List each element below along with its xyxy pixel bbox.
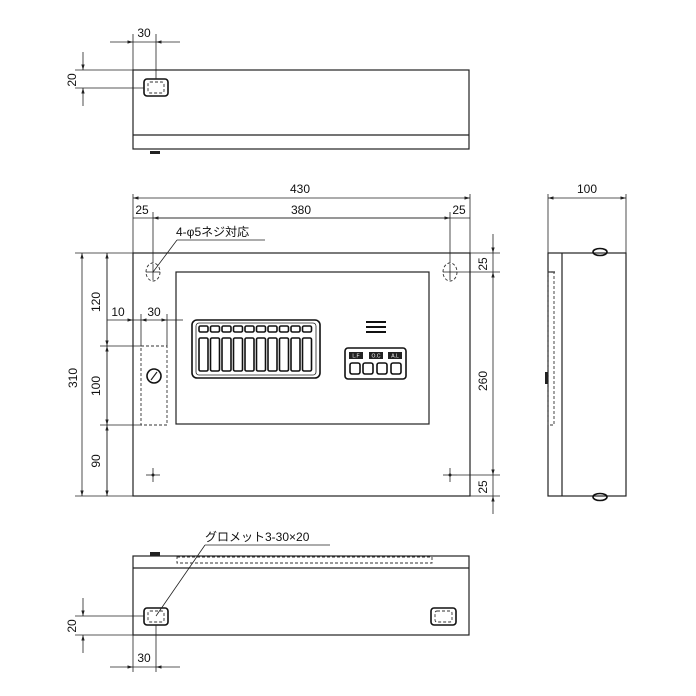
side-view-inner (547, 271, 555, 426)
screw-mark-br (443, 468, 457, 482)
al-indicator (388, 352, 402, 359)
breaker-block (191, 319, 321, 379)
bottom-view: グロメット3-30×20 20 30 (65, 530, 470, 672)
dim-top-right-margin: 25 (476, 257, 490, 271)
bottom-view-body (132, 555, 470, 636)
breaker-switch (198, 337, 209, 372)
screw-mark-bl (146, 468, 160, 482)
side-bottom-grommet (592, 492, 608, 502)
top-view-hinge (150, 151, 160, 154)
panel-button-3 (376, 362, 388, 375)
lf-indicator (349, 352, 363, 359)
lock-outline (140, 345, 168, 426)
dim-depth: 100 (577, 182, 597, 196)
bottom-grommet-right (430, 607, 457, 626)
dim-bottom-right-margin: 25 (476, 480, 490, 494)
grommet-note: グロメット3-30×20 (205, 530, 310, 544)
panel-button-1 (349, 362, 361, 375)
dim-lock-offset: 10 (111, 305, 125, 319)
breaker-indicator (232, 325, 244, 333)
side-view-body (547, 252, 627, 497)
top-grommet-inner (147, 81, 165, 94)
bottom-view-slot (176, 556, 433, 564)
al-label: A.L (391, 354, 399, 360)
dim-top-grommet-offset: 30 (137, 26, 151, 40)
breaker-indicator (278, 325, 290, 333)
breaker-indicator (267, 325, 278, 333)
breaker-switch (267, 337, 278, 372)
breaker-switch (232, 337, 244, 372)
breaker-indicator (255, 325, 267, 333)
breaker-indicator (290, 325, 301, 333)
front-window (175, 271, 430, 425)
side-view: 100 (545, 182, 627, 502)
panel-button-4 (390, 362, 402, 375)
control-panel: L.F O.C A.L (344, 347, 407, 380)
speaker-grille (366, 321, 386, 333)
top-view-body (132, 69, 470, 150)
dim-middle-height: 100 (89, 376, 103, 396)
oc-indicator (369, 352, 383, 359)
front-view-body (132, 252, 471, 497)
breaker-switch (221, 337, 232, 372)
dim-bottom-grommet-height: 20 (65, 619, 79, 633)
dim-total-width: 430 (290, 182, 310, 196)
breaker-indicator (209, 325, 221, 333)
top-view: 30 20 (65, 26, 470, 154)
dim-right-margin: 25 (452, 203, 466, 217)
breaker-switch (278, 337, 290, 372)
breaker-switch (244, 337, 255, 372)
dim-left-margin: 25 (135, 203, 149, 217)
breaker-switch (255, 337, 267, 372)
breaker-switch (301, 337, 313, 372)
breaker-indicator (244, 325, 255, 333)
front-view: L.F O.C A.L 430 380 25 25 4-φ5ネジ対応 (66, 182, 500, 514)
dim-total-height: 310 (66, 368, 80, 388)
dim-inner-width: 380 (291, 203, 311, 217)
screw-note: 4-φ5ネジ対応 (176, 225, 249, 239)
breaker-indicator (301, 325, 313, 333)
dim-inner-height: 260 (476, 371, 490, 391)
dim-upper-height: 120 (89, 292, 103, 312)
lock-icon (146, 368, 162, 384)
side-top-grommet (592, 247, 608, 257)
breaker-switch (209, 337, 221, 372)
breaker-indicator (198, 325, 209, 333)
breaker-switch (290, 337, 301, 372)
dim-lower-height: 90 (89, 454, 103, 468)
breaker-indicator (221, 325, 232, 333)
lf-label: L.F (352, 354, 359, 360)
screw-hole-tr (442, 262, 458, 282)
panel-button-2 (362, 362, 374, 375)
dim-lock-width: 30 (147, 305, 161, 319)
dim-bottom-grommet-offset: 30 (137, 651, 151, 665)
dim-top-grommet-height: 20 (65, 73, 79, 87)
oc-label: O.C (372, 354, 381, 360)
